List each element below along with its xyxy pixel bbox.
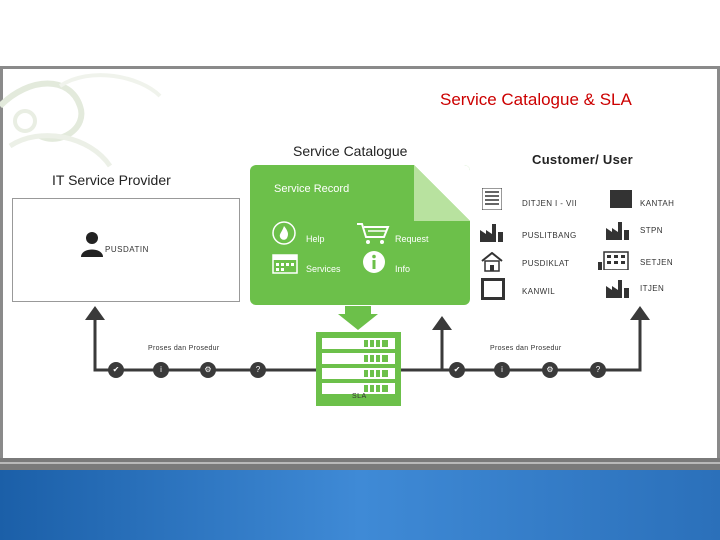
customer-itjen: ITJEN: [640, 284, 665, 293]
decorative-swirl-overlay: [0, 73, 162, 168]
customer-puslitbang: PUSLITBANG: [522, 231, 577, 240]
info-icon: i: [153, 362, 169, 378]
page-title: Service Catalogue & SLA: [440, 90, 632, 109]
info-icon: [363, 251, 385, 273]
blue-footer-background: [0, 470, 720, 540]
factory-icon: [606, 222, 629, 240]
cart-icon: [357, 223, 390, 244]
check-icon: ✔: [108, 362, 124, 378]
question-icon: ?: [590, 362, 606, 378]
info-icon: i: [494, 362, 510, 378]
check-icon: ✔: [449, 362, 465, 378]
monitor-icon: [481, 278, 505, 300]
customer-user-heading: Customer/ User: [532, 152, 634, 167]
calendar-icon: [272, 254, 298, 274]
service-item-help[interactable]: Help: [306, 234, 325, 244]
house-icon: [481, 252, 503, 272]
service-record-card: Service Record Help Request Services Inf…: [250, 165, 470, 305]
sla-box: [316, 332, 401, 406]
footer-bar: [0, 458, 720, 470]
question-icon: ?: [250, 362, 266, 378]
dark-box-icon: [610, 190, 632, 208]
gear-icon: ⚙: [200, 362, 216, 378]
factory-icon: [480, 224, 503, 242]
service-catalogue-heading: Service Catalogue: [293, 143, 408, 159]
customer-kantah: KANTAH: [640, 199, 675, 208]
page-fold-icon: [414, 165, 470, 221]
customer-ditjen: DITJEN I - VII: [522, 199, 577, 208]
service-item-info[interactable]: Info: [395, 264, 411, 274]
provider-box: [12, 198, 240, 302]
gear-icon: ⚙: [542, 362, 558, 378]
service-record-title: Service Record: [274, 183, 350, 195]
customer-setjen: SETJEN: [640, 258, 674, 267]
pusdatin-label: PUSDATIN: [105, 245, 149, 254]
it-service-provider-heading: IT Service Provider: [52, 172, 171, 188]
customer-pusdiklat: PUSDIKLAT: [522, 259, 570, 268]
user-icon: [81, 232, 103, 257]
service-item-request[interactable]: Request: [395, 234, 429, 244]
factory-icon: [606, 280, 629, 298]
building-icon: [482, 188, 502, 210]
office-icon: [598, 251, 629, 270]
server-icon: [322, 338, 395, 394]
service-item-services[interactable]: Services: [306, 264, 341, 274]
customer-kanwil: KANWIL: [522, 287, 556, 296]
process-label-right: Proses dan Prosedur: [490, 345, 562, 352]
sla-label: SLA: [352, 393, 367, 400]
process-label-left: Proses dan Prosedur: [148, 345, 220, 352]
customer-stpn: STPN: [640, 226, 663, 235]
fire-icon: [272, 221, 296, 245]
